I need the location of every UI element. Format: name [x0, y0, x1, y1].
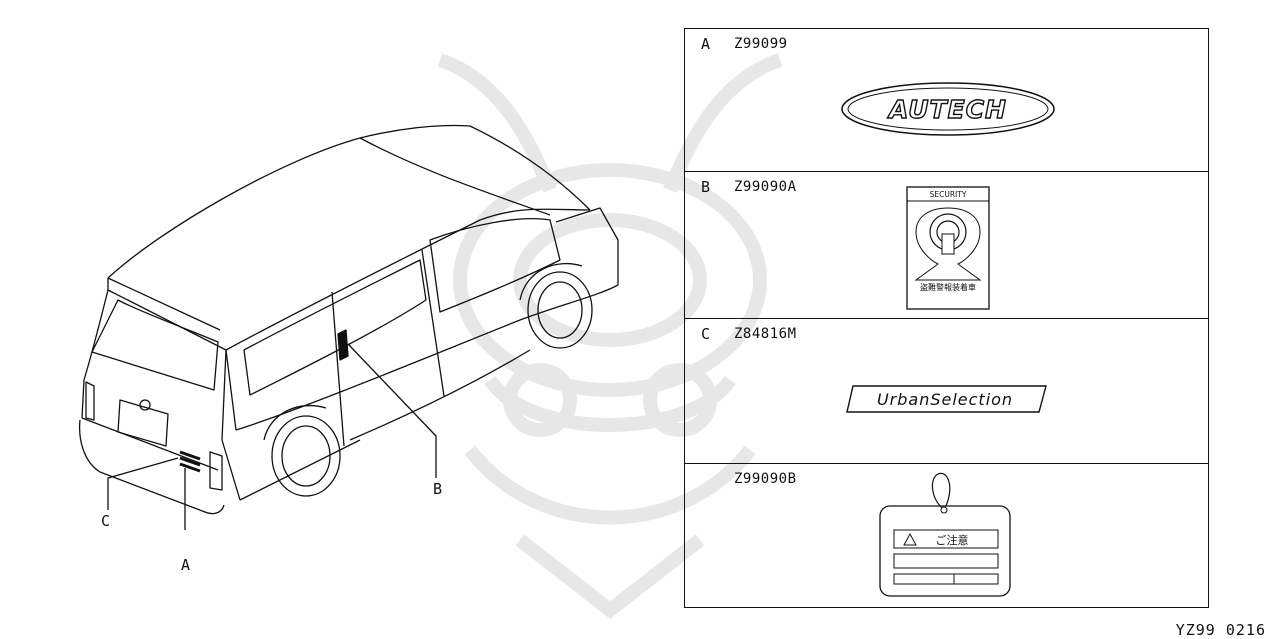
caution-tag: ご注意 [879, 472, 1011, 597]
part-number: Z99099 [734, 36, 788, 52]
urban-selection-emblem: UrbanSelection [846, 385, 1047, 413]
autech-emblem: AUTECH [841, 82, 1055, 136]
part-panel-d: Z99090B ご注意 [684, 463, 1209, 608]
emblem-text: UrbanSelection [877, 390, 1013, 409]
tag-title: ご注意 [936, 533, 969, 547]
callout-c: C [101, 512, 111, 530]
watermark-emblem [437, 53, 783, 619]
label-title: SECURITY [930, 190, 967, 199]
security-label: SECURITY 盗難警報装着車 [906, 186, 990, 310]
part-panel-a: A Z99099 AUTECH [684, 28, 1209, 172]
vehicle-illustration [78, 124, 619, 530]
part-number: Z99090A [734, 179, 797, 195]
part-number: Z99090B [734, 471, 797, 487]
part-panel-c: C Z84816M UrbanSelection [684, 318, 1209, 464]
panel-letter: A [701, 35, 711, 53]
callout-a: A [181, 556, 191, 574]
part-number: Z84816M [734, 326, 797, 342]
emblem-text: AUTECH [887, 95, 1007, 124]
panel-letter: B [701, 178, 711, 196]
panel-letter: C [701, 325, 711, 343]
label-text: 盗難警報装着車 [920, 282, 976, 292]
diagram-code: YZ99 0216 [1175, 621, 1266, 639]
callout-b: B [433, 480, 443, 498]
part-panel-b: B Z99090A SECURITY 盗難警報装着車 [684, 171, 1209, 319]
